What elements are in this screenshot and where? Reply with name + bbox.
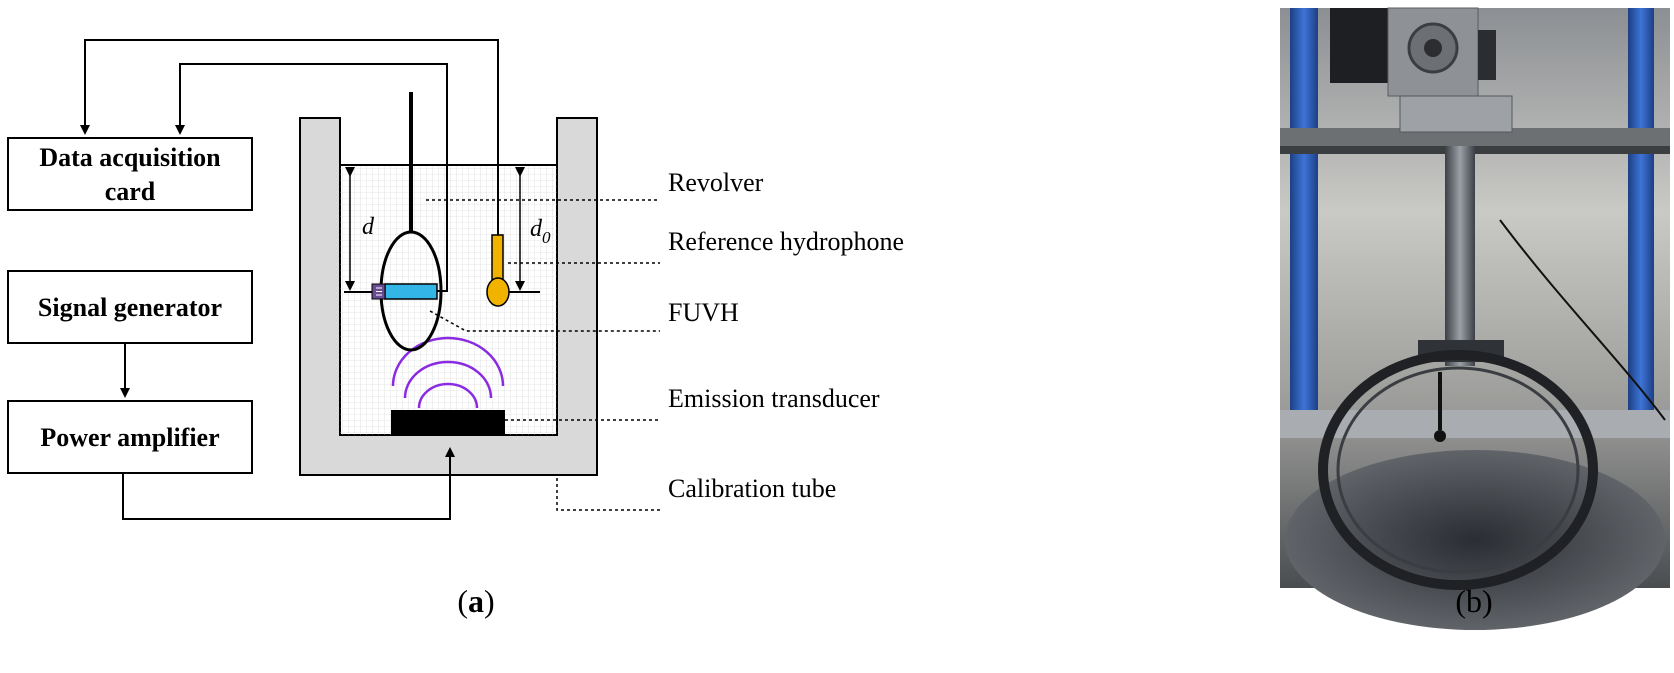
wire-amp-to-transducer [122, 447, 455, 520]
power-amplifier-block: Power amplifier [7, 400, 253, 474]
leader-calibration-tube [556, 478, 660, 511]
callout-fuvh: FUVH [668, 298, 739, 327]
panel-a-open: ( [457, 583, 468, 619]
apparatus-photo [1280, 7, 1670, 630]
emission-transducer [391, 410, 505, 435]
callout-emission-transducer: Emission transducer [668, 384, 880, 413]
leader-fuvh [429, 310, 660, 332]
dimension-d0-base: d [530, 216, 543, 242]
wire-fuvh-to-daq [175, 63, 448, 292]
data-acquisition-card-block: Data acquisition card [7, 137, 253, 211]
panel-label-a: (a) [457, 583, 494, 619]
dimension-d-label: d [362, 214, 375, 240]
wire-hydrophone-to-daq [80, 39, 499, 235]
panel-label-b: (b) [1455, 583, 1492, 619]
signal-generator-label: Signal generator [38, 293, 222, 322]
dimension-d0-sub: 0 [542, 228, 551, 247]
fuvh-sensor [384, 283, 438, 300]
dimension-d0-label: d0 [530, 216, 551, 247]
callout-calibration-tube: Calibration tube [668, 474, 836, 503]
panel-a-close: ) [484, 583, 495, 619]
signal-generator-block: Signal generator [7, 270, 253, 344]
panel-a-letter: a [468, 583, 484, 619]
callout-reference-hydrophone: Reference hydrophone [668, 227, 904, 256]
water-region [340, 165, 557, 435]
daq-label-line1: Data acquisition [39, 143, 221, 172]
daq-label-line2: card [105, 177, 156, 206]
power-amplifier-label: Power amplifier [40, 423, 219, 452]
acoustic-wave-icon [391, 336, 505, 409]
callout-revolver: Revolver [668, 168, 764, 197]
